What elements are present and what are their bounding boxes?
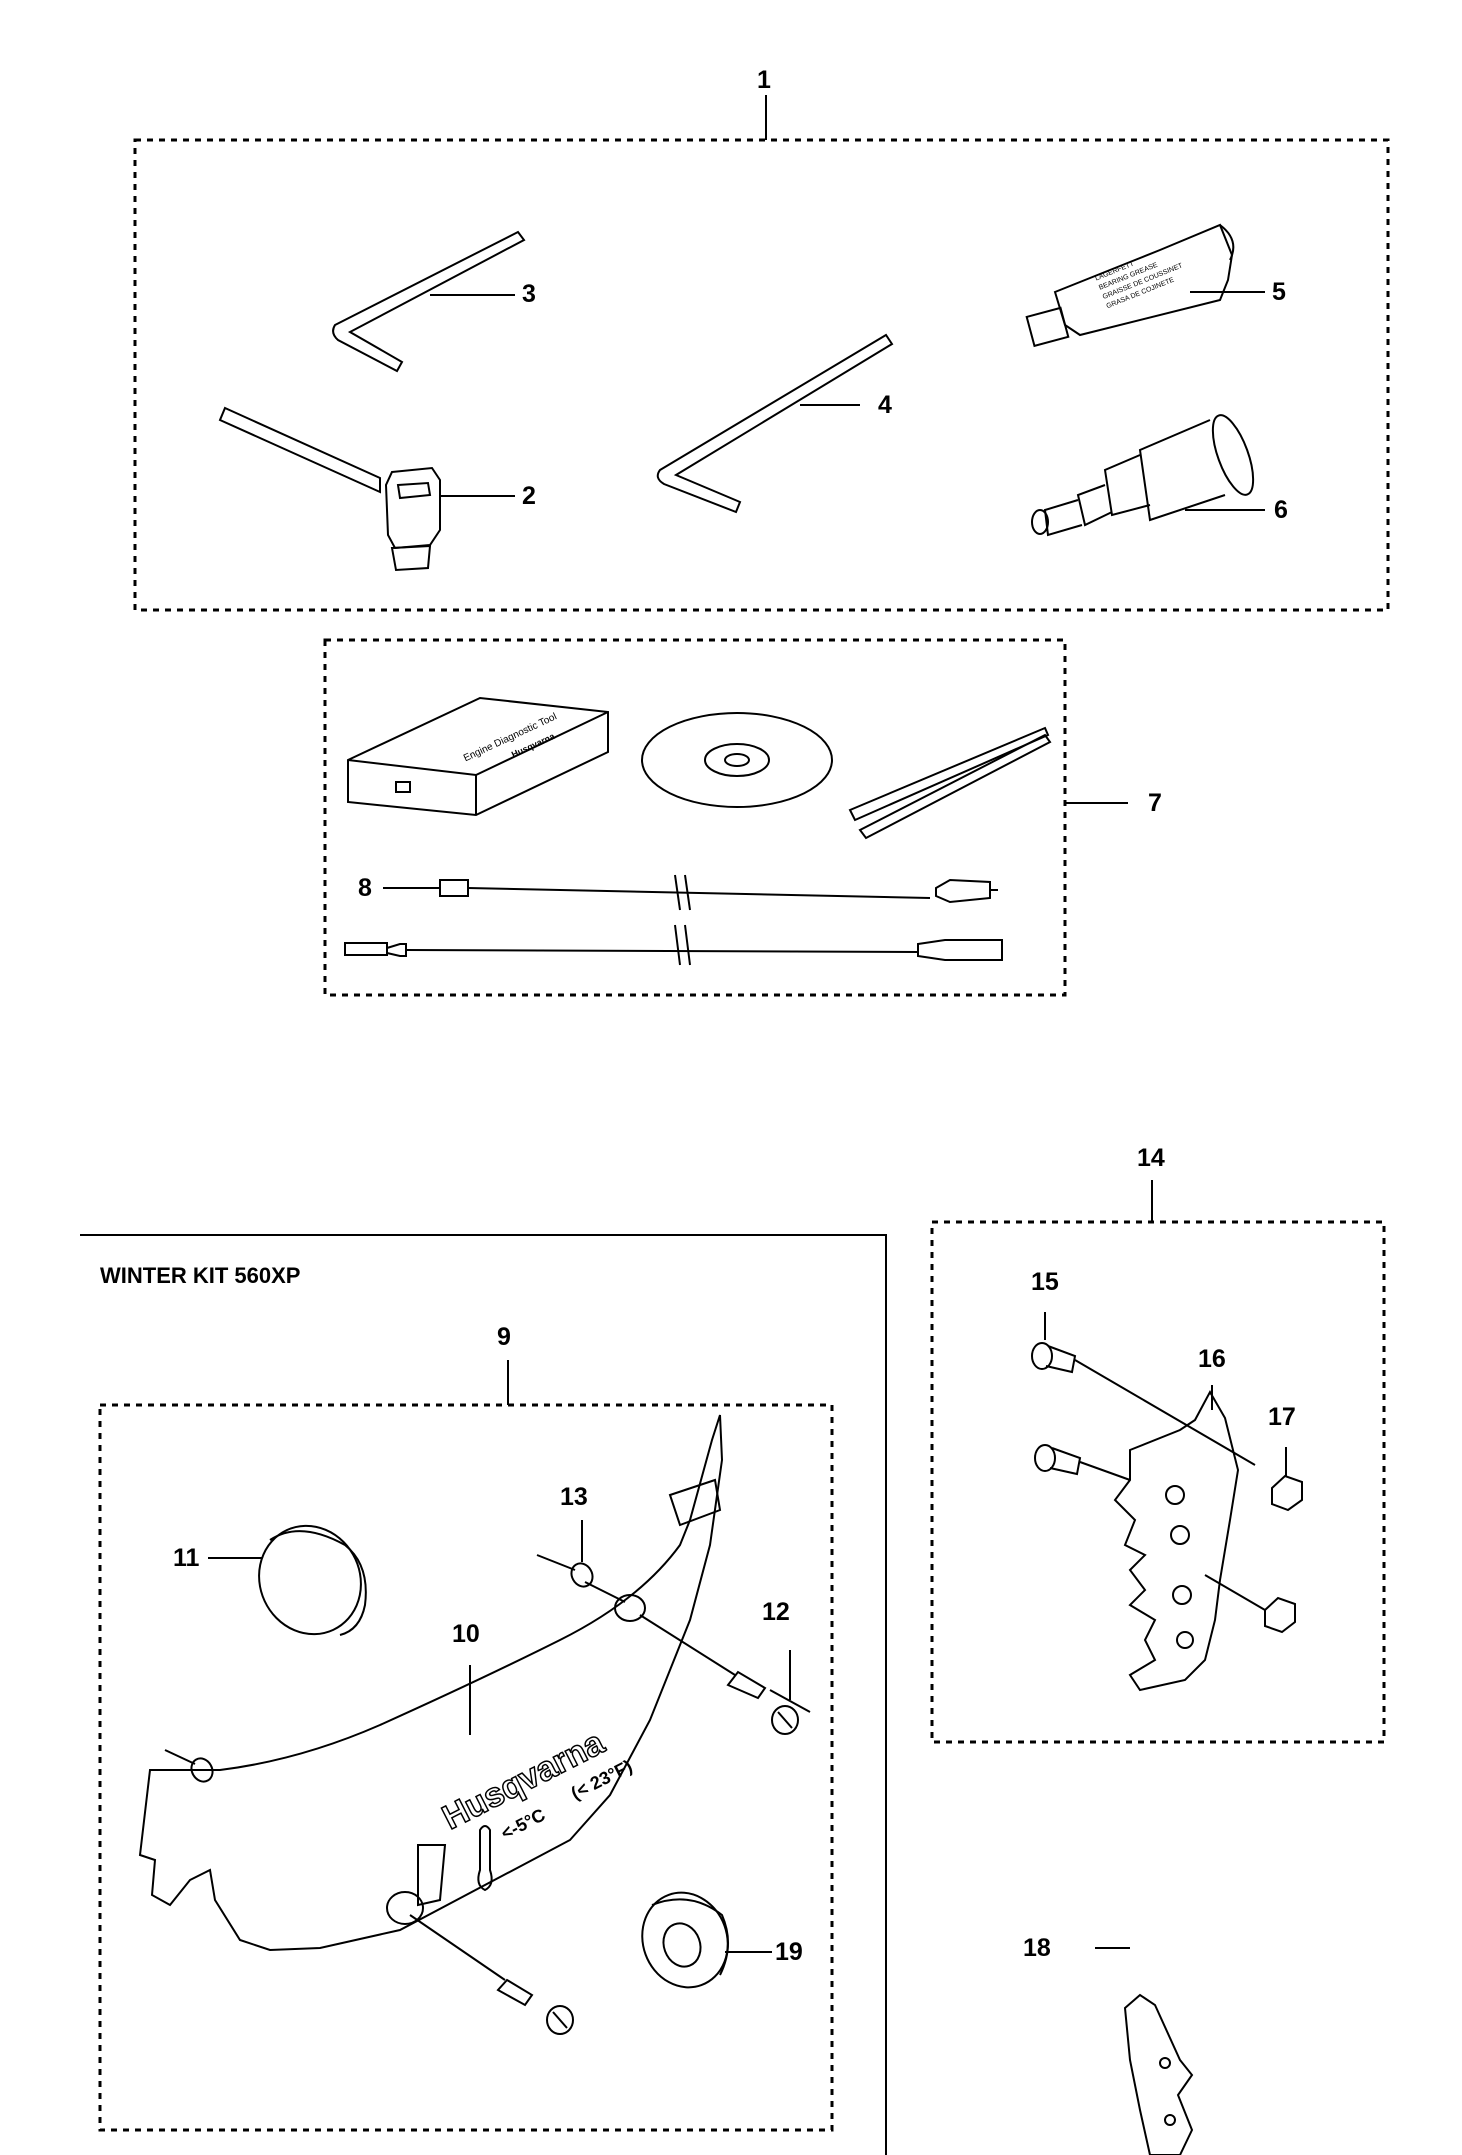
callout-12: 12 bbox=[762, 1598, 790, 1626]
bearing-press-tool bbox=[1031, 414, 1265, 537]
callout-16: 16 bbox=[1198, 1345, 1226, 1373]
cd-disc bbox=[641, 712, 833, 808]
callout-5: 5 bbox=[1272, 278, 1286, 306]
callout-8: 8 bbox=[358, 874, 372, 902]
cable-lower bbox=[344, 924, 1003, 966]
grommet-19 bbox=[641, 1891, 772, 1989]
callout-6: 6 bbox=[1274, 496, 1288, 524]
callout-4: 4 bbox=[878, 391, 892, 419]
winter-kit-title: WINTER KIT 560XP bbox=[100, 1263, 301, 1288]
kit-box-9 bbox=[98, 1403, 834, 2132]
callout-13: 13 bbox=[560, 1483, 588, 1511]
callout-10: 10 bbox=[452, 1620, 480, 1648]
grease-tube bbox=[1025, 223, 1265, 348]
chain-catcher-16 bbox=[1113, 1385, 1240, 1692]
rubber-plug-11 bbox=[208, 1524, 367, 1636]
callout-3: 3 bbox=[522, 280, 536, 308]
screw-15 bbox=[1031, 1312, 1256, 1466]
diagnostic-box-label: Engine Diagnostic Tool Husqvarna bbox=[462, 711, 559, 764]
nut-lower bbox=[1204, 1574, 1296, 1634]
callout-15: 15 bbox=[1031, 1268, 1059, 1296]
screw-12 bbox=[639, 1614, 811, 1735]
kit-box-1 bbox=[133, 138, 1390, 612]
callout-1: 1 bbox=[757, 66, 771, 94]
callout-14: 14 bbox=[1137, 1144, 1165, 1172]
callout-9: 9 bbox=[497, 1323, 511, 1351]
winter-cover-plate bbox=[138, 1414, 724, 1952]
callout-7: 7 bbox=[1148, 789, 1162, 817]
diagnostic-box bbox=[347, 696, 609, 817]
callout-18: 18 bbox=[1023, 1934, 1051, 1962]
kit-box-14 bbox=[930, 1220, 1386, 1744]
kit-box-7 bbox=[323, 638, 1067, 997]
o-ring-left bbox=[164, 1749, 214, 1783]
part-18 bbox=[1095, 1947, 1194, 2155]
callout-17: 17 bbox=[1268, 1403, 1296, 1431]
callout-2: 2 bbox=[522, 482, 536, 510]
tweezers bbox=[848, 726, 1052, 840]
winter-kit-border bbox=[80, 1234, 887, 2155]
nut-17 bbox=[1271, 1447, 1303, 1512]
grease-tube-label: LAGERFETT BEARING GREASE GRAISSE DE COUS… bbox=[1094, 260, 1184, 310]
cover-markings: Husqvarna <-5°C (< 23°F) bbox=[436, 1722, 636, 1843]
screw-lower-left bbox=[1034, 1444, 1131, 1481]
cable-8 bbox=[383, 874, 998, 911]
hex-key-small bbox=[332, 230, 526, 373]
spark-plug-wrench bbox=[218, 406, 515, 572]
callout-19: 19 bbox=[775, 1938, 803, 1966]
callout-11: 11 bbox=[173, 1544, 200, 1572]
o-ring-13 bbox=[536, 1520, 626, 1603]
hex-key-large bbox=[656, 333, 894, 514]
screw-lower bbox=[409, 1914, 574, 2035]
